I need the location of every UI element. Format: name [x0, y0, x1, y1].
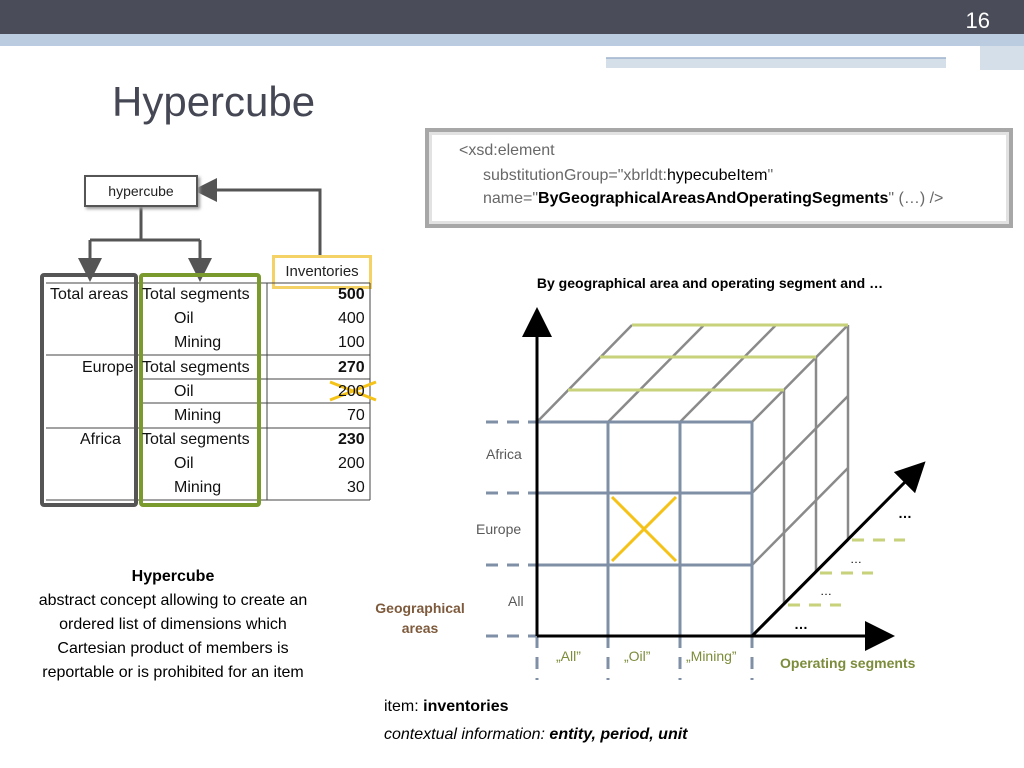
context-value: entity, period, unit	[549, 726, 688, 743]
header-decoration	[606, 46, 1024, 70]
table-value: 70	[347, 407, 365, 424]
table-value: 100	[338, 334, 365, 351]
code-line-2: substitutionGroup="xbrldt:hypecubeItem"	[483, 167, 774, 184]
table-value: 230	[338, 431, 365, 448]
y-member-africa: Africa	[486, 446, 522, 462]
context-line: contextual information: entity, period, …	[384, 726, 688, 744]
hypercube-box: hypercube	[84, 175, 198, 207]
table-segment-mining: Mining	[174, 407, 222, 424]
table-value: 400	[338, 310, 365, 327]
table-area-europe: Europe	[82, 359, 134, 376]
x-member-all: „All”	[556, 648, 581, 664]
inventories-box: Inventories	[272, 255, 372, 289]
table-area-total-areas: Total areas	[50, 286, 129, 303]
table-segment-mining: Mining	[174, 479, 222, 496]
table-segment-mining: Mining	[174, 334, 222, 351]
note-heading: Hypercube	[131, 568, 215, 585]
table-segment-oil: Oil	[174, 455, 194, 472]
slide-number: 16	[965, 8, 990, 33]
table-value: 270	[338, 359, 365, 376]
item-line: item: inventories	[384, 698, 508, 716]
note-body: abstract concept allowing to create an o…	[38, 592, 308, 681]
depth-ellipsis: …	[794, 616, 808, 632]
code-line-3: name="ByGeographicalAreasAndOperatingSeg…	[483, 190, 944, 207]
top-bar-accent	[0, 34, 1024, 46]
table-segment-oil: Oil	[174, 383, 194, 400]
page-title: Hypercube	[112, 78, 316, 125]
x-axis-label: Operating segments	[780, 655, 916, 671]
item-label: item:	[384, 698, 424, 715]
context-label: contextual information:	[384, 726, 550, 743]
depth-ellipsis: …	[898, 505, 912, 521]
code-line-1: <xsd:element	[459, 142, 555, 159]
y-axis-label: Geographical areas	[375, 600, 465, 636]
table-segment-total: Total segments	[142, 286, 250, 303]
diagram-title: By geographical area and operating segme…	[536, 275, 884, 291]
depth-ellipsis: …	[820, 584, 832, 598]
table-value-crossed: 200	[338, 383, 365, 400]
table-segment-total: Total segments	[142, 431, 250, 448]
table-segment-oil: Oil	[174, 310, 194, 327]
y-member-europe: Europe	[476, 521, 522, 537]
table-area-africa: Africa	[80, 431, 121, 448]
item-value: inventories	[423, 698, 509, 715]
y-member-all: All	[508, 593, 524, 609]
depth-ellipsis: …	[850, 552, 862, 566]
x-member-oil: „Oil”	[624, 648, 651, 664]
table-value: 30	[347, 479, 365, 496]
top-bar	[0, 0, 1024, 34]
table-value: 500	[338, 286, 365, 303]
xsd-code-box: <xsd:element substitutionGroup="xbrldt:h…	[425, 128, 1013, 228]
hypercube-note: Hypercube abstract concept allowing to c…	[30, 565, 316, 685]
table-segment-total: Total segments	[142, 359, 250, 376]
table-value: 200	[338, 455, 365, 472]
x-member-mining: „Mining”	[686, 648, 737, 664]
